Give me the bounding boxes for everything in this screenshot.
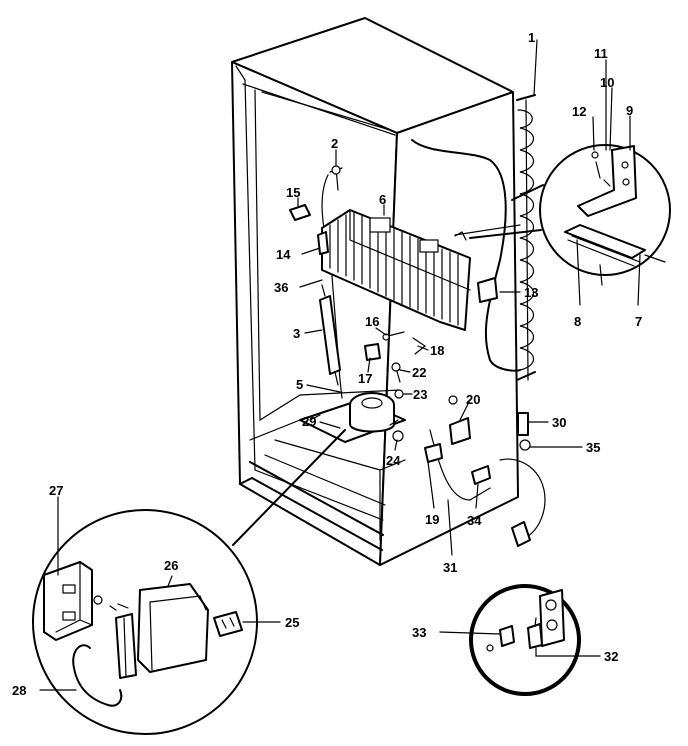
- condenser-coil: [516, 94, 536, 381]
- label-part-23: 23: [413, 387, 427, 402]
- compressor: [299, 392, 406, 443]
- label-part-20: 20: [466, 392, 480, 407]
- label-part-12: 12: [572, 104, 586, 119]
- label-part-32: 32: [604, 649, 618, 664]
- label-part-30: 30: [552, 415, 566, 430]
- label-part-28: 28: [12, 683, 26, 698]
- detail-compressor-electrical-inset: [32, 429, 346, 735]
- part-number-labels: 1 2 15 6 14 36 3 16 18 13 22 17 5 23 20 …: [12, 30, 642, 698]
- label-part-22: 22: [412, 365, 426, 380]
- label-part-26: 26: [164, 558, 178, 573]
- label-part-3: 3: [293, 326, 300, 341]
- label-part-17: 17: [358, 371, 372, 386]
- label-part-8: 8: [574, 314, 581, 329]
- fasteners: [289, 165, 531, 485]
- label-part-14: 14: [276, 247, 291, 262]
- label-part-10: 10: [600, 75, 614, 90]
- label-part-29: 29: [302, 414, 316, 429]
- evaporator: [321, 209, 471, 331]
- label-part-7: 7: [635, 314, 642, 329]
- label-part-1: 1: [528, 30, 535, 45]
- label-part-35: 35: [586, 440, 600, 455]
- label-part-19: 19: [425, 512, 439, 527]
- label-part-33: 33: [412, 625, 426, 640]
- label-part-36: 36: [274, 280, 288, 295]
- label-part-27: 27: [49, 483, 63, 498]
- label-part-6: 6: [379, 192, 386, 207]
- label-part-24: 24: [386, 453, 401, 468]
- label-part-15: 15: [286, 185, 300, 200]
- label-part-13: 13: [524, 285, 538, 300]
- refrigerator-cabinet: [231, 17, 519, 566]
- label-part-25: 25: [285, 615, 299, 630]
- filter-drier: [319, 284, 341, 386]
- leader-lines: [39, 39, 641, 691]
- detail-bracket-inset: [469, 144, 671, 286]
- label-part-34: 34: [467, 513, 482, 528]
- label-part-11: 11: [594, 46, 608, 61]
- power-cord: [511, 521, 531, 547]
- label-part-2: 2: [331, 136, 338, 151]
- detail-outlet-inset: [469, 584, 581, 696]
- label-part-18: 18: [430, 343, 444, 358]
- label-part-31: 31: [443, 560, 457, 575]
- label-part-9: 9: [626, 103, 633, 118]
- label-part-5: 5: [296, 377, 303, 392]
- label-part-16: 16: [365, 314, 379, 329]
